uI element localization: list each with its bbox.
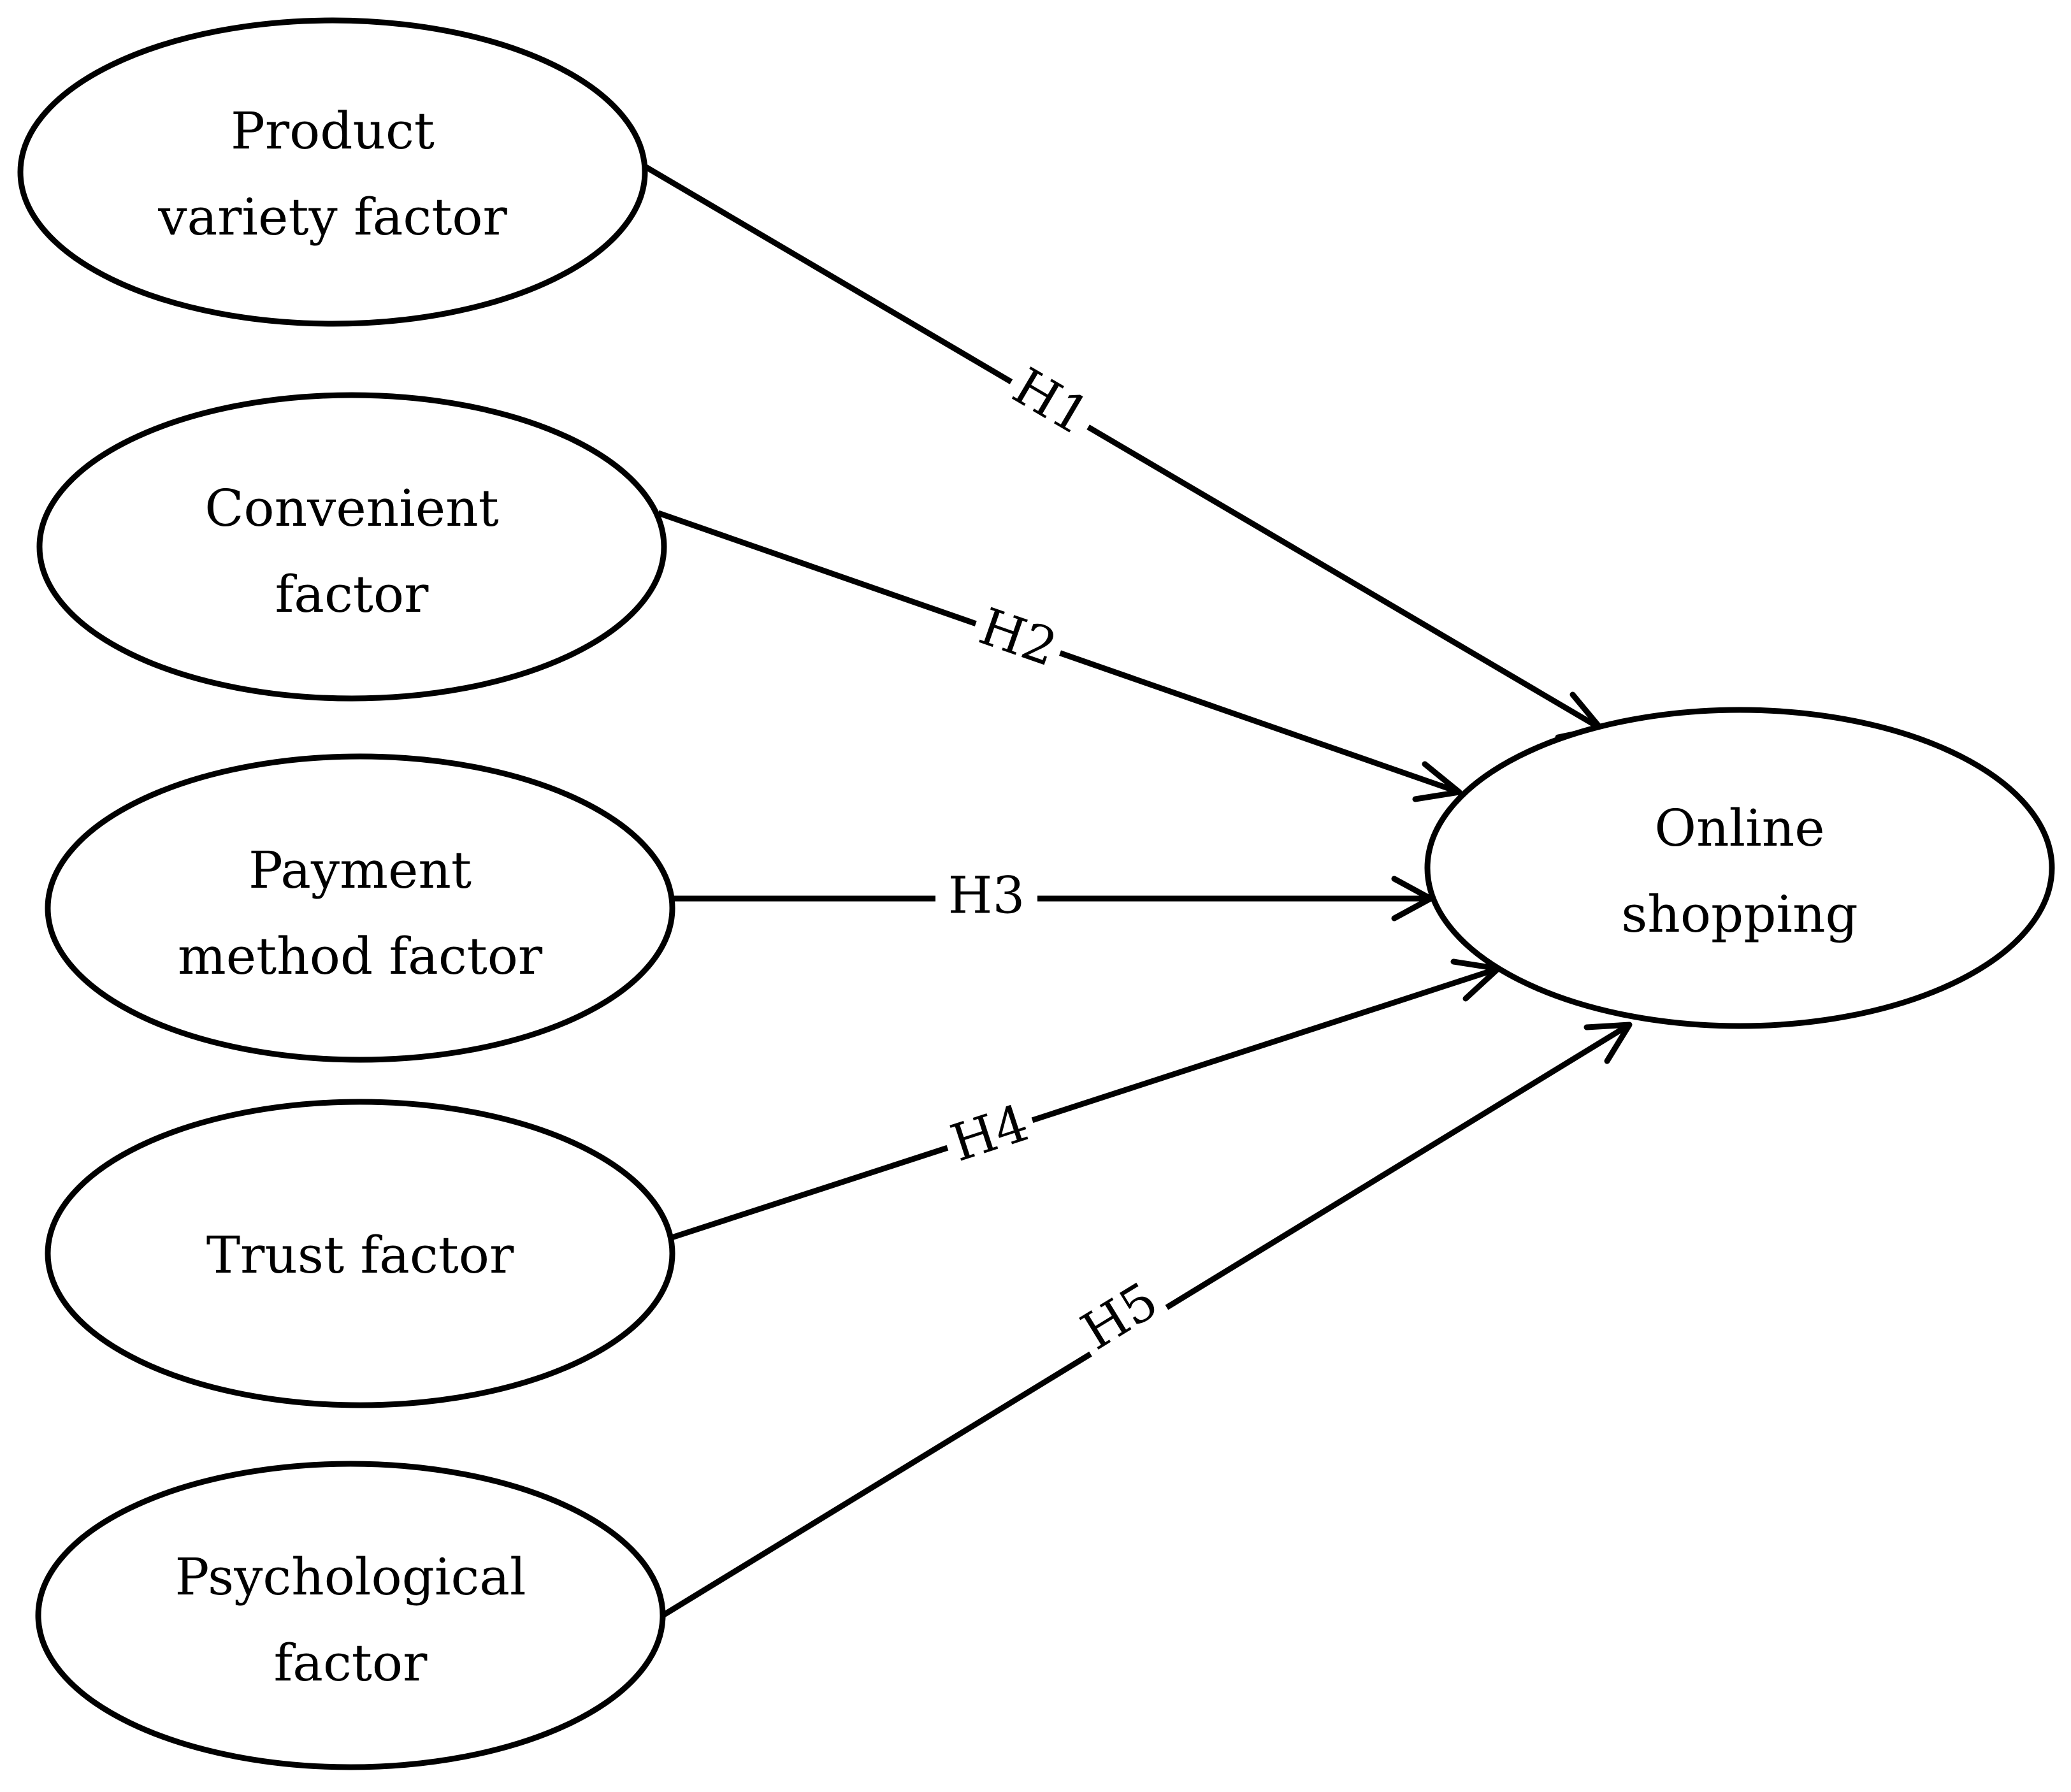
edge-h1-line xyxy=(642,163,1603,731)
edge-h1-label-mask xyxy=(999,354,1104,449)
node-trust-line-1: Trust factor xyxy=(206,1225,514,1285)
edge-h2-label-mask xyxy=(967,596,1070,679)
edge-h3-label-mask xyxy=(935,867,1037,923)
node-product-variety-line-1: Product xyxy=(231,101,435,161)
node-payment-method-line-2: method factor xyxy=(178,927,543,986)
node-psychological: Psychological factor xyxy=(35,1461,666,1770)
edge-h5-label: H5 xyxy=(1071,1271,1167,1361)
edge-h3-label: H3 xyxy=(948,866,1025,925)
node-psychological-line-2: factor xyxy=(274,1633,428,1693)
node-payment-method-line-1: Payment xyxy=(249,841,472,900)
node-trust: Trust factor xyxy=(45,1099,675,1408)
edge-h2-arrowhead xyxy=(1412,761,1462,802)
node-convenient-line-1: Convenient xyxy=(205,479,499,538)
node-online-shopping: Online shopping xyxy=(1424,707,2055,1029)
edge-labels: H1 H2 H3 H4 H5 xyxy=(935,354,1173,1364)
node-convenient-ellipse xyxy=(36,392,667,702)
node-product-variety: Product variety factor xyxy=(17,17,648,327)
node-psychological-line-1: Psychological xyxy=(175,1547,526,1607)
edge-h5-arrowhead xyxy=(1584,1022,1633,1064)
node-product-variety-line-2: variety factor xyxy=(157,187,507,247)
node-online-shopping-ellipse xyxy=(1424,707,2055,1029)
edge-h1-label: H1 xyxy=(1003,356,1099,446)
edge-h5-label-mask xyxy=(1067,1268,1173,1364)
node-online-shopping-line-1: Online xyxy=(1654,798,1824,858)
edge-h4-line xyxy=(670,965,1499,1241)
edge-h4-label-mask xyxy=(938,1092,1041,1174)
node-psychological-ellipse xyxy=(35,1461,666,1770)
node-trust-ellipse xyxy=(45,1099,675,1408)
node-product-variety-ellipse xyxy=(17,17,648,327)
node-convenient: Convenient factor xyxy=(36,392,667,702)
node-payment-method: Payment method factor xyxy=(45,753,675,1063)
node-online-shopping-line-2: shopping xyxy=(1621,885,1858,944)
node-convenient-line-2: factor xyxy=(275,565,429,624)
node-payment-method-ellipse xyxy=(45,753,675,1063)
